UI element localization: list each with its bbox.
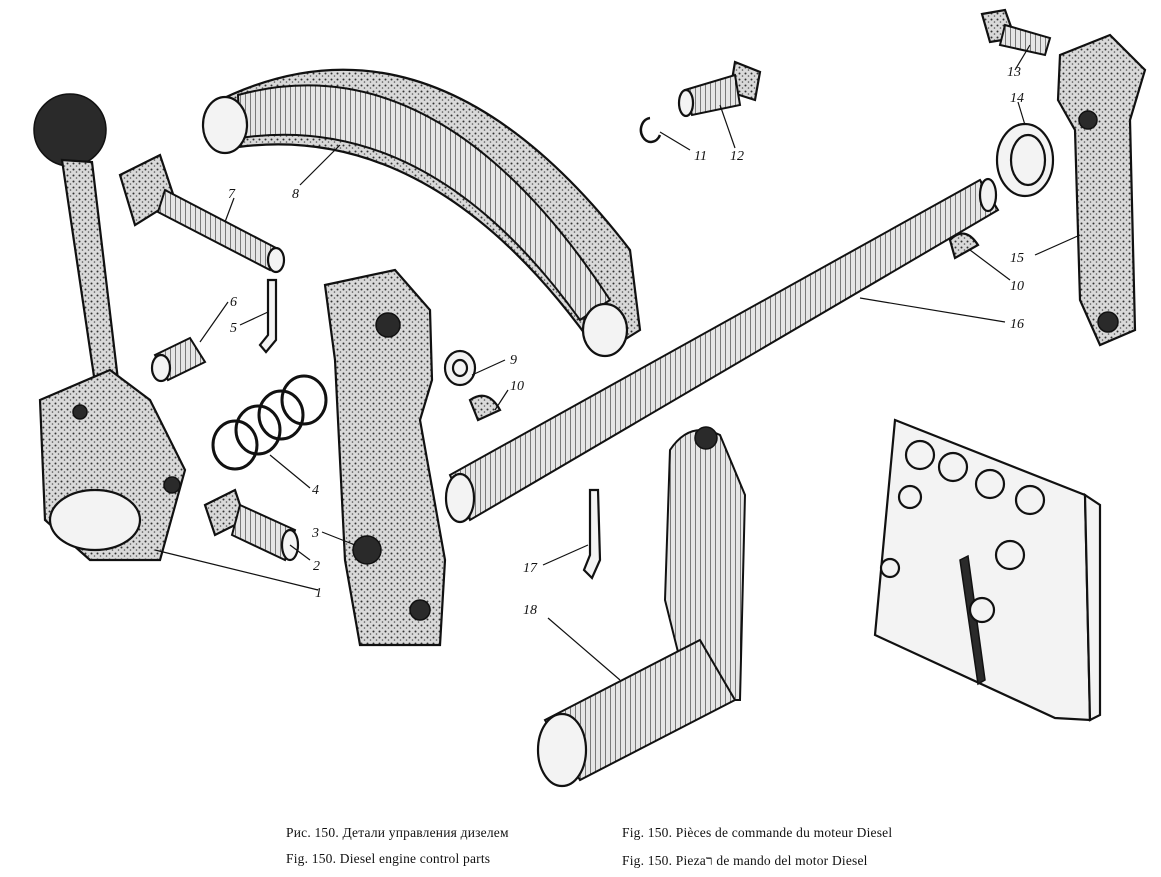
callout-5: 5	[230, 321, 237, 336]
part-9-washer	[443, 349, 477, 387]
callout-2: 2	[313, 559, 320, 574]
callout-4: 4	[312, 483, 319, 498]
callout-15: 15	[1010, 251, 1024, 266]
caption-spanish: Fig. 150. Piezaר de mando del motor Dies…	[622, 853, 868, 868]
callout-3: 3	[311, 526, 319, 541]
part-8-toothed-sector	[201, 68, 642, 358]
part-10-woodruff-key-upper	[948, 232, 980, 260]
part-15-lever	[1056, 33, 1147, 347]
callout-1: 1	[315, 586, 322, 601]
inset-control-panel	[873, 418, 1102, 722]
caption-french: Fig. 150. Pièces de commande du moteur D…	[622, 825, 893, 840]
part-6-stud	[150, 336, 207, 383]
caption-russian: Рис. 150. Детали управления дизелем	[286, 825, 509, 840]
part-12-bolt	[677, 60, 762, 118]
callout-14: 14	[1010, 91, 1024, 106]
part-16-shaft	[444, 177, 1000, 524]
caption-english: Fig. 150. Diesel engine control parts	[286, 851, 491, 866]
callouts: 1 2 3 4 5 6 7 8 9 10 10 11 12 13 14 15 1…	[154, 44, 1081, 681]
part-14-ring	[995, 122, 1055, 198]
part-7-bolt	[118, 153, 286, 274]
callout-17: 17	[523, 561, 538, 576]
part-4-spring	[211, 374, 328, 471]
callout-18: 18	[523, 603, 537, 618]
callout-10-upper: 10	[1010, 279, 1024, 294]
callout-8: 8	[292, 187, 299, 202]
callout-12: 12	[730, 149, 744, 164]
part-5-cotter-pin	[258, 278, 278, 354]
callout-6: 6	[230, 295, 237, 310]
exploded-parts-diagram: 1 2 3 4 5 6 7 8 9 10 10 11 12 13 14 15 1…	[33, 8, 1147, 788]
part-3-lever-arm	[323, 268, 447, 647]
part-18-lever-with-shaft	[536, 426, 747, 788]
callout-16: 16	[1010, 317, 1024, 332]
callout-10-lower: 10	[510, 379, 524, 394]
part-13-bolt	[980, 8, 1052, 57]
part-10-woodruff-key-lower	[468, 394, 502, 422]
callout-13: 13	[1007, 65, 1021, 80]
callout-7: 7	[228, 187, 236, 202]
callout-9: 9	[510, 353, 517, 368]
part-11-retaining-ring	[639, 116, 662, 144]
part-2-bolt	[203, 488, 300, 562]
callout-11: 11	[694, 149, 707, 164]
part-17-cotter-pin	[582, 488, 602, 580]
part-1-control-lever	[33, 93, 187, 562]
